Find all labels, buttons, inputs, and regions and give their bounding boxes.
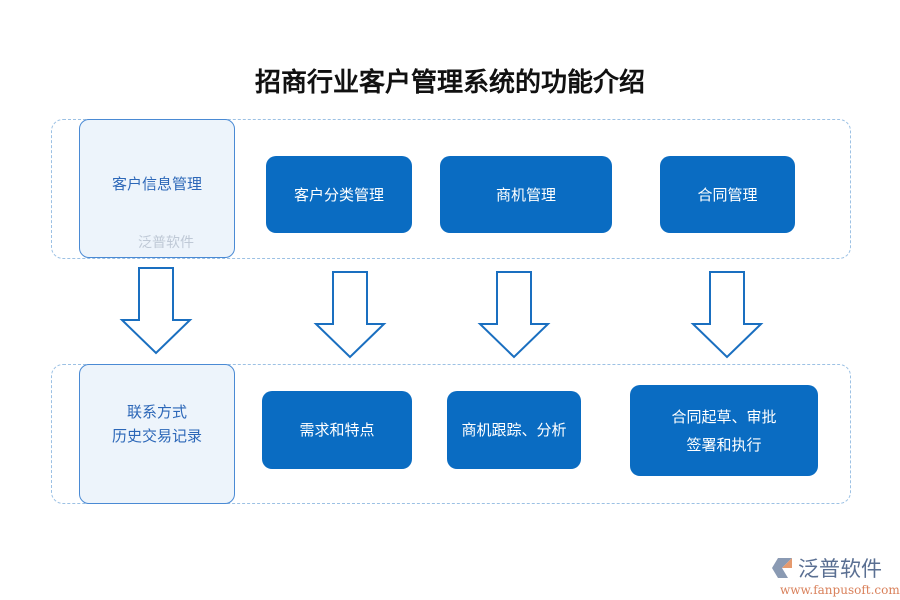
label: 商机管理 xyxy=(495,185,556,204)
box-contract-management: 合同管理 xyxy=(660,156,795,233)
watermark: 泛普软件 xyxy=(138,232,194,252)
page-title: 招商行业客户管理系统的功能介绍 xyxy=(254,68,645,98)
arrow-down-icon xyxy=(477,271,551,359)
label: 客户信息管理 xyxy=(111,174,202,193)
contact-history-box: 联系方式 历史交易记录 xyxy=(79,364,235,504)
logo-url: www.fanpusoft.com xyxy=(780,583,900,597)
top-group xyxy=(51,119,851,259)
arrow-down-icon xyxy=(690,271,764,359)
arrow-down-icon xyxy=(313,271,387,359)
label-line: 联系方式 xyxy=(126,403,187,421)
logo-icon xyxy=(772,558,792,578)
logo-name: 泛普软件 xyxy=(798,557,882,581)
box-customer-classification: 客户分类管理 xyxy=(266,156,412,233)
label-line: 合同起草、审批 xyxy=(671,407,777,426)
label: 商机跟踪、分析 xyxy=(461,421,567,439)
box-contract-drafting: 合同起草、审批 签署和执行 xyxy=(630,385,818,476)
arrow-down-icon xyxy=(119,267,193,355)
box-opportunity-tracking: 商机跟踪、分析 xyxy=(447,391,581,469)
label: 客户分类管理 xyxy=(293,185,384,204)
watermark-text: 泛普软件 xyxy=(138,235,194,251)
bottom-group xyxy=(51,364,851,504)
label: 合同管理 xyxy=(697,185,758,204)
label-line: 签署和执行 xyxy=(686,435,762,454)
label-line: 历史交易记录 xyxy=(111,427,202,445)
fanpu-logo: 泛普软件 www.fanpusoft.com xyxy=(768,553,900,597)
box-opportunity-management: 商机管理 xyxy=(440,156,612,233)
label: 需求和特点 xyxy=(299,421,375,439)
customer-info-box: 客户信息管理 xyxy=(79,119,235,258)
box-needs: 需求和特点 xyxy=(262,391,412,469)
